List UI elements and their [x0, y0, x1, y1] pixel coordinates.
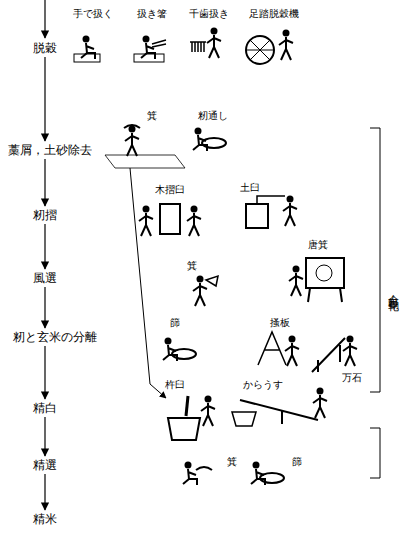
sieve — [260, 473, 284, 483]
tool-label: 籾通し — [198, 110, 228, 122]
inclined-screen — [312, 338, 345, 372]
tool-label: 篩 — [292, 456, 302, 468]
flow-arrow — [44, 287, 45, 328]
stick-figure — [139, 206, 153, 237]
entry-arrow — [45, 0, 46, 38]
step-text: 風選 — [33, 271, 57, 285]
threshing-figures — [74, 28, 293, 65]
mat — [105, 155, 185, 168]
flow-arrow — [44, 224, 45, 269]
husking-figures — [139, 196, 297, 237]
tool-label: 篩 — [170, 317, 180, 329]
mortar — [168, 418, 200, 440]
stick-figure — [207, 28, 221, 59]
winnowing-machine — [306, 258, 344, 288]
mat — [74, 54, 100, 62]
sieve — [202, 138, 226, 148]
flow-arrow — [44, 159, 45, 206]
machine-legs — [308, 288, 342, 302]
flow-arrow — [44, 474, 45, 510]
sieve — [172, 349, 196, 359]
polishing-figures — [168, 388, 327, 441]
process-step: 脱穀 — [32, 40, 58, 56]
stick-figure — [283, 196, 297, 227]
step-text: 精白 — [33, 401, 57, 415]
tool-label: 唐箕 — [308, 239, 328, 251]
stick-figure — [81, 36, 95, 60]
tool-label: 箕 — [147, 110, 157, 122]
chopsticks — [152, 40, 166, 47]
wooden-mill — [160, 204, 180, 234]
cleaning-figures — [105, 125, 226, 168]
step-text: 籾摺 — [33, 208, 57, 222]
tool-label: 万石 — [342, 372, 362, 384]
flow-arrow — [44, 346, 45, 399]
winnow-basket — [196, 467, 212, 470]
winnowing-figures — [193, 258, 344, 306]
winnow-basket — [124, 125, 140, 128]
stick-figure — [279, 30, 293, 61]
process-step: 精米 — [32, 511, 58, 527]
tool-label: 千歯扱き — [189, 8, 229, 20]
process-step: 藁屑，土砂除去 — [7, 142, 93, 158]
step-text: 籾と玄米の分離 — [13, 330, 97, 344]
stick-figure — [343, 336, 357, 367]
comb-thresher — [190, 42, 206, 52]
stick-figure — [285, 336, 299, 367]
tool-label: 木摺臼 — [155, 184, 185, 196]
step-text: 脱穀 — [33, 41, 57, 55]
mat — [134, 54, 164, 62]
bracket — [370, 128, 380, 478]
drum — [246, 36, 274, 64]
stick-figure — [125, 126, 139, 157]
step-text: 藁屑，土砂除去 — [8, 143, 92, 157]
tool-label: からうす — [243, 379, 283, 391]
stick-figure — [313, 388, 327, 419]
stick-figure — [183, 462, 197, 486]
stick-figure — [289, 266, 303, 297]
tool-label: 手で扱く — [73, 8, 113, 20]
process-step: 風選 — [32, 270, 58, 286]
fan — [316, 265, 332, 281]
bypass-arrow — [130, 168, 166, 398]
clay-mill — [246, 204, 268, 228]
tool-label: 土臼 — [240, 182, 260, 194]
mill-handle — [257, 196, 285, 204]
pestle — [186, 396, 188, 416]
bracket-label: 全自動化 — [387, 286, 399, 294]
tool-label: 杵臼 — [165, 379, 185, 391]
step-text: 精選 — [33, 458, 57, 472]
step-text: 精米 — [33, 512, 57, 526]
winnow-basket — [206, 276, 218, 286]
tool-label: 扱き箸 — [137, 8, 167, 20]
drum-spokes — [246, 40, 274, 60]
process-step: 籾摺 — [32, 207, 58, 223]
mortar — [232, 412, 256, 426]
scraper-frame — [258, 332, 286, 365]
process-step: 精白 — [32, 400, 58, 416]
separation-figures — [163, 332, 357, 372]
tool-label: 箕 — [187, 260, 197, 272]
tool-label: 足踏脱穀機 — [249, 8, 299, 20]
tool-label: 搔板 — [270, 317, 290, 329]
process-step: 精選 — [32, 457, 58, 473]
flow-arrow — [44, 57, 45, 141]
stick-figure — [187, 206, 201, 237]
tool-label: 箕 — [227, 456, 237, 468]
stick-figure — [201, 396, 215, 427]
flow-arrow — [44, 417, 45, 456]
process-step: 籾と玄米の分離 — [12, 329, 98, 345]
